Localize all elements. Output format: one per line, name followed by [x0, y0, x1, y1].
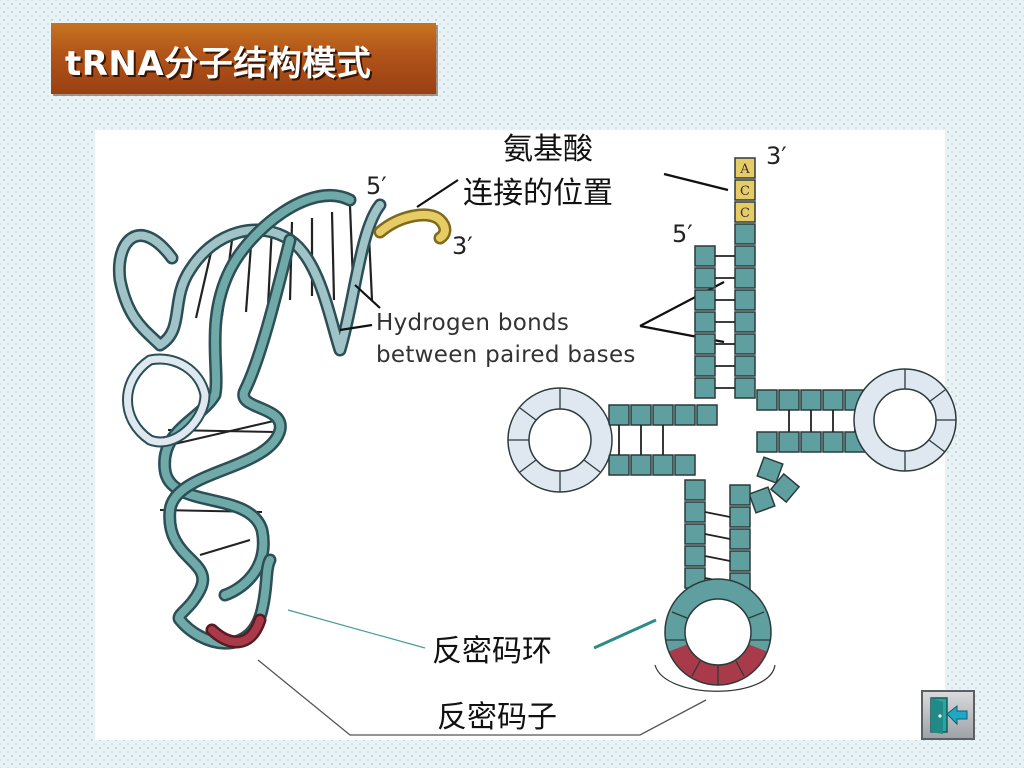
anticodon-arm [654, 479, 776, 692]
hydrogen-bonds-label-line2: between paired bases [376, 342, 636, 368]
anticodon-loop-label: 反密码环 [432, 634, 552, 669]
right-3-prime-label: 3′ [766, 142, 787, 170]
acc-letter-c2: C [740, 206, 750, 221]
trna-3d-model [112, 188, 452, 650]
trna-cloverleaf [507, 157, 957, 692]
t-psi-c-arm [756, 368, 957, 472]
left-5-prime-label: 5′ [366, 172, 387, 200]
acc-letter-a: A [739, 162, 750, 177]
exit-door-icon [930, 697, 968, 734]
right-5-prime-label: 5′ [672, 220, 693, 248]
anticodon-label: 反密码子 [437, 700, 557, 735]
hydrogen-bonds-label-line1: Hydrogen bonds [376, 310, 570, 336]
left-3-prime-label: 3′ [452, 232, 473, 260]
amino-acid-site-label-line2: 连接的位置 [463, 176, 613, 211]
acc-letters: A C C [739, 162, 750, 221]
exit-button[interactable] [921, 690, 975, 740]
title-banner: tRNA分子结构模式 [51, 23, 436, 94]
d-arm [507, 387, 718, 493]
acc-letter-c1: C [740, 184, 750, 199]
variable-loop [729, 456, 801, 514]
amino-acid-site-label-line1: 氨基酸 [503, 132, 593, 167]
page-title: tRNA分子结构模式 [65, 44, 372, 84]
acc-end-boxes [734, 157, 756, 223]
acceptor-stem [694, 157, 756, 399]
